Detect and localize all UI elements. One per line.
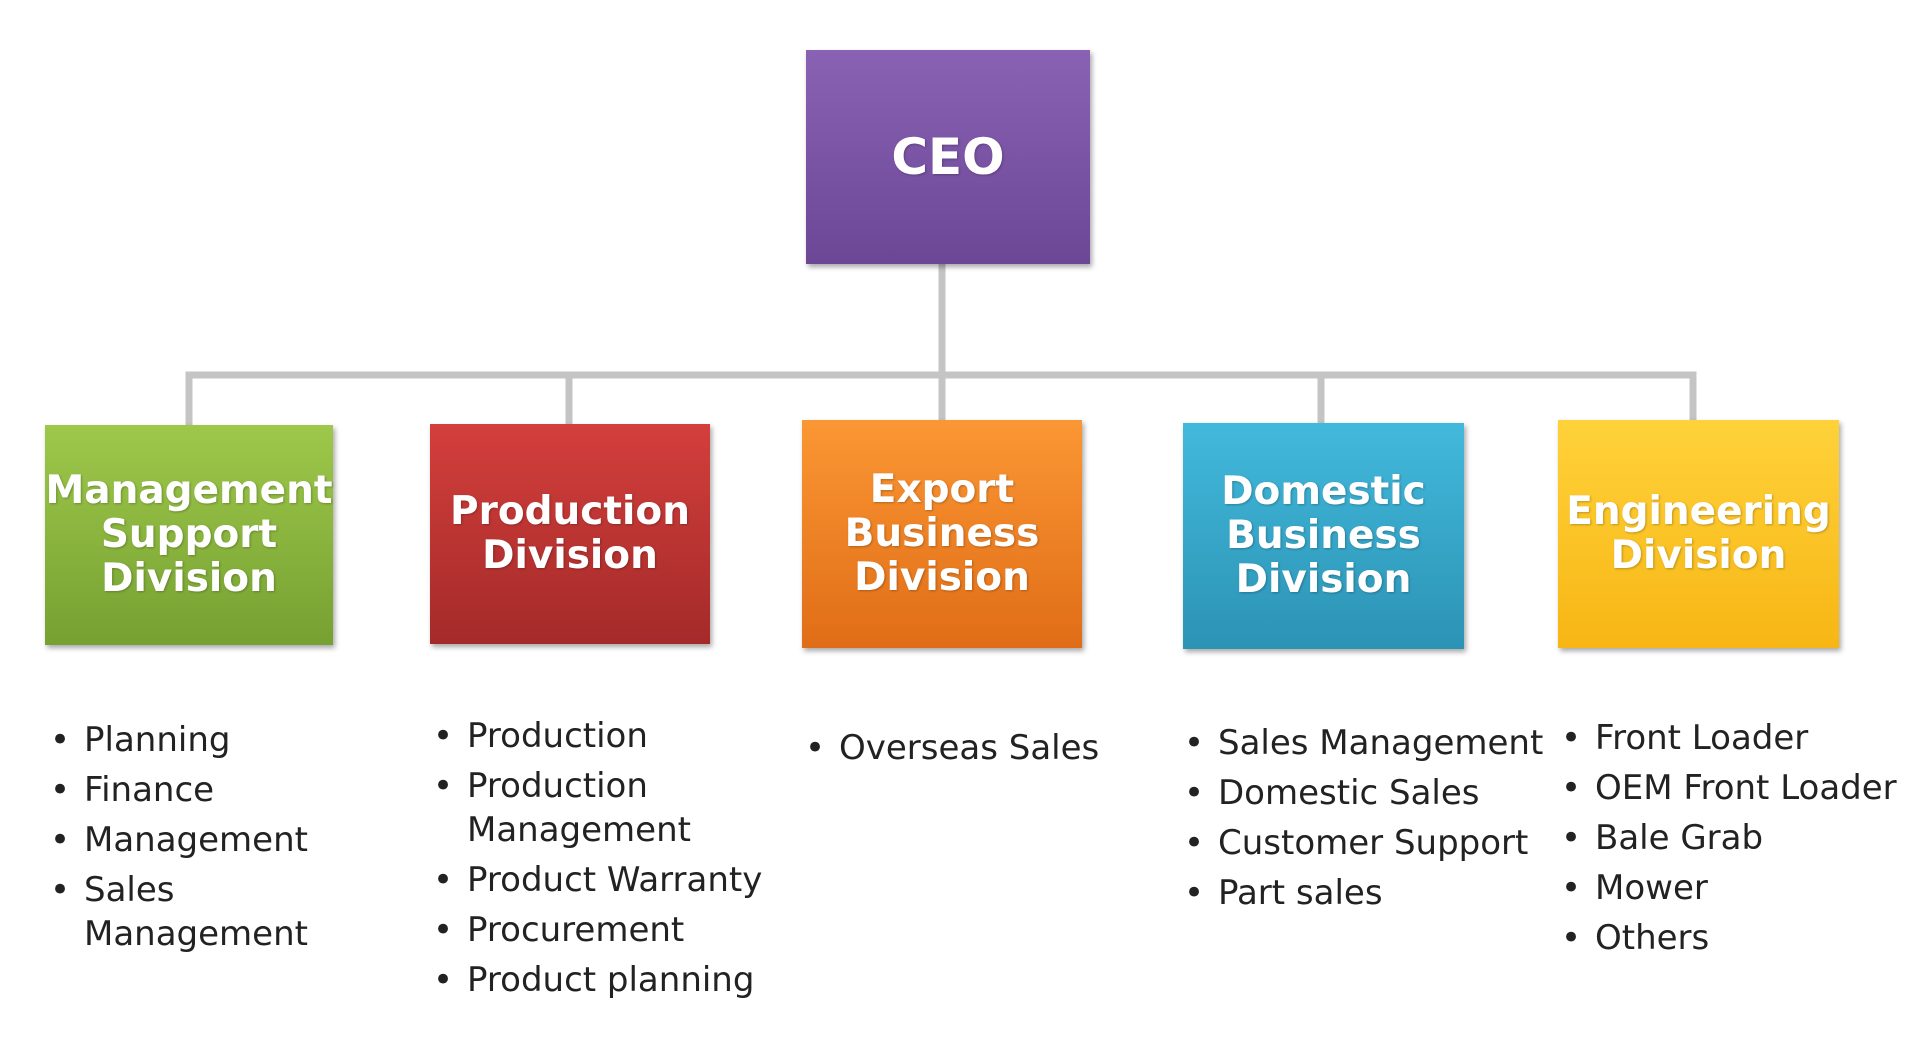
list-item-text: Front Loader [1595, 718, 1809, 758]
bullet-icon: • [50, 820, 71, 860]
list-item: • Product planning [429, 958, 809, 1002]
list-item-text: Part sales [1218, 873, 1383, 913]
division-label: Engineering Division [1566, 489, 1831, 578]
division-box-engineering: Engineering Division [1558, 420, 1839, 648]
list-item-text: Mower [1595, 868, 1708, 908]
bullet-icon: • [1184, 723, 1205, 763]
bullet-icon: • [433, 910, 454, 950]
division-label: Domestic Business Division [1221, 469, 1426, 602]
list-item-text: Finance [84, 770, 215, 810]
list-item: • Front Loader [1557, 716, 1919, 760]
bullet-icon: • [433, 860, 454, 900]
list-item: • Overseas Sales [801, 726, 1131, 770]
bullet-icon: • [1561, 868, 1582, 908]
bullet-icon: • [1561, 918, 1582, 958]
list-item: • Mower [1557, 866, 1919, 910]
bullet-icon: • [433, 766, 454, 806]
list-item-text: Overseas Sales [839, 728, 1100, 768]
list-item-text: Domestic Sales [1218, 773, 1480, 813]
bullet-icon: • [50, 770, 71, 810]
bullet-icon: • [1561, 718, 1582, 758]
list-item-text: Product planning [467, 960, 755, 1000]
bullet-icon: • [433, 960, 454, 1000]
list-item: • Procurement [429, 908, 809, 952]
list-item: • Planning [46, 718, 376, 762]
list-item-text: Management [84, 820, 308, 860]
division-box-management-support: Management Support Division [45, 425, 333, 645]
bullet-icon: • [433, 716, 454, 756]
bullet-icon: • [1561, 818, 1582, 858]
list-item: • Customer Support [1180, 821, 1560, 865]
management-support-items: • Planning • Finance • Management • Sales Ma… [46, 718, 376, 962]
production-items: • Production • Production Management • Prod… [429, 714, 809, 1008]
list-item-text: Procurement [467, 910, 685, 950]
division-label: Export Business Division [844, 467, 1040, 600]
list-item-text: Sales Management [84, 870, 308, 954]
list-item-text: Production Management [467, 766, 691, 850]
division-box-domestic-business: Domestic Business Division [1183, 423, 1464, 649]
domestic-business-items: • Sales Management • Domestic Sales • Custo… [1180, 721, 1560, 921]
division-box-production: Production Division [430, 424, 710, 644]
list-item-text: Production [467, 716, 648, 756]
list-item-text: Bale Grab [1595, 818, 1764, 858]
list-item: • Bale Grab [1557, 816, 1919, 860]
list-item-text: OEM Front Loader [1595, 768, 1897, 808]
list-item: • Domestic Sales [1180, 771, 1560, 815]
list-item: • Sales Management [1180, 721, 1560, 765]
ceo-label: CEO [891, 128, 1005, 186]
list-item: • Sales Management [46, 868, 376, 956]
list-item: • OEM Front Loader [1557, 766, 1919, 810]
bullet-icon: • [1184, 773, 1205, 813]
export-business-items: • Overseas Sales [801, 726, 1131, 776]
bullet-icon: • [1184, 873, 1205, 913]
list-item: • Part sales [1180, 871, 1560, 915]
list-item-text: Planning [84, 720, 231, 760]
bullet-icon: • [805, 728, 826, 768]
ceo-box: CEO [806, 50, 1090, 264]
list-item-text: Others [1595, 918, 1710, 958]
division-label: Production Division [450, 489, 690, 578]
bullet-icon: • [1184, 823, 1205, 863]
division-label: Management Support Division [45, 468, 333, 601]
list-item-text: Sales Management [1218, 723, 1544, 763]
bullet-icon: • [1561, 768, 1582, 808]
list-item: • Management [46, 818, 376, 862]
list-item: • Product Warranty [429, 858, 809, 902]
list-item: • Production Management [429, 764, 809, 852]
engineering-items: • Front Loader • OEM Front Loader • Bale Gr… [1557, 716, 1919, 966]
list-item-text: Customer Support [1218, 823, 1529, 863]
list-item: • Finance [46, 768, 376, 812]
bullet-icon: • [50, 720, 71, 760]
list-item: • Others [1557, 916, 1919, 960]
division-box-export-business: Export Business Division [802, 420, 1082, 648]
bullet-icon: • [50, 870, 71, 910]
list-item: • Production [429, 714, 809, 758]
list-item-text: Product Warranty [467, 860, 763, 900]
